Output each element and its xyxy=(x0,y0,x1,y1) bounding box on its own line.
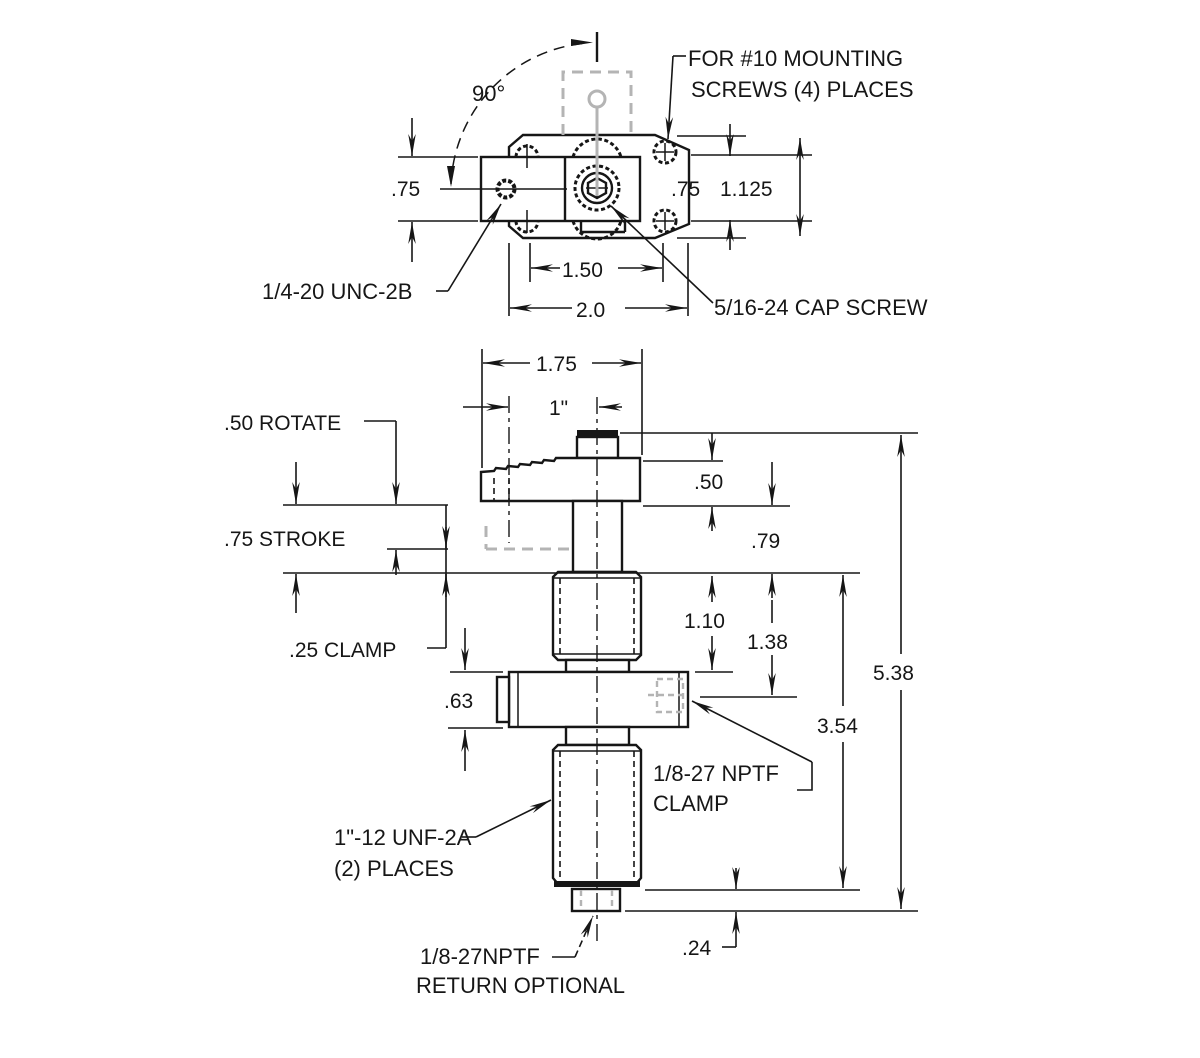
angle-label: 90° xyxy=(472,81,505,106)
note-clamp-port: 1/8-27 NPTF CLAMP xyxy=(653,700,813,816)
body-top-label: 1.10 xyxy=(684,610,725,633)
dim-clearance: .79 xyxy=(751,462,780,598)
front-view: 1.75 1" .50 .79 .50 ROTATE xyxy=(224,349,918,998)
port-depth-label: 1.38 xyxy=(747,631,788,654)
dim-arm-length: 1.75 xyxy=(481,349,643,468)
clamp-label: .25 CLAMP xyxy=(289,639,396,662)
note-thread: 1"-12 UNF-2A (2) PLACES xyxy=(334,799,552,881)
flange-height-label: 1.125 xyxy=(720,178,773,201)
dim-stroke: .75 STROKE xyxy=(224,462,345,613)
dim-reach: 1" xyxy=(463,397,622,420)
mounting-note-2: SCREWS (4) PLACES xyxy=(691,77,914,102)
overall-length-label: 5.38 xyxy=(873,662,914,685)
dim-rotate: .50 ROTATE xyxy=(224,412,400,575)
return-port-note-2: RETURN OPTIONAL xyxy=(416,973,625,998)
rotate-label: .50 ROTATE xyxy=(224,412,341,435)
dim-hub-height: .50 xyxy=(694,433,723,531)
dim-flange-width: 2.0 xyxy=(508,243,689,322)
hole-spacing-label: 1.50 xyxy=(562,259,603,282)
note-tap: 1/4-20 UNC-2B xyxy=(262,203,502,304)
clamp-port-note-2: CLAMP xyxy=(653,791,729,816)
dim-hole-offset: .75 xyxy=(671,124,812,250)
base-offset-label: .24 xyxy=(682,937,712,960)
note-angle: 90° xyxy=(472,81,505,106)
thread-note-1: 1"-12 UNF-2A xyxy=(334,825,472,850)
hidden-clamp-port xyxy=(648,677,686,714)
cap-screw-note-label: 5/16-24 CAP SCREW xyxy=(714,295,928,320)
flange-width-label: 2.0 xyxy=(576,299,605,322)
return-port-stub xyxy=(570,887,622,913)
arm-width-label: .75 xyxy=(391,178,420,201)
dim-body-length: 3.54 xyxy=(645,575,860,891)
swing-arc xyxy=(447,32,599,187)
dim-clamp-travel: .25 CLAMP xyxy=(289,505,450,662)
reach-label: 1" xyxy=(549,397,568,420)
arm-length-label: 1.75 xyxy=(536,353,577,376)
dim-body-top: 1.10 xyxy=(684,576,733,673)
clearance-label: .79 xyxy=(751,530,780,553)
mounting-hole-left-arcs xyxy=(514,144,540,234)
stroke-phantom xyxy=(484,526,572,551)
port-flange xyxy=(495,670,690,729)
clamp-arm-front xyxy=(479,456,642,503)
mounting-hole-top-right xyxy=(652,139,678,165)
dim-overall-length: 5.38 xyxy=(625,435,918,912)
body-length-label: 3.54 xyxy=(817,715,858,738)
dim-flange-thickness: .63 xyxy=(444,628,503,771)
thread-note-2: (2) PLACES xyxy=(334,856,454,881)
dim-arm-width: .75 xyxy=(391,118,478,262)
stroke-label: .75 STROKE xyxy=(224,528,345,551)
tapped-hole xyxy=(440,178,567,200)
dim-base-offset: .24 xyxy=(682,867,740,960)
top-view: .75 .75 1.125 1.50 2. xyxy=(262,32,928,322)
note-cap-screw: 5/16-24 CAP SCREW xyxy=(610,205,928,320)
note-return-port: 1/8-27NPTF RETURN OPTIONAL xyxy=(416,915,625,998)
mounting-hole-bottom-right xyxy=(652,208,678,234)
dim-hole-spacing: 1.50 xyxy=(529,243,664,282)
clamp-port-note-1: 1/8-27 NPTF xyxy=(653,761,779,786)
return-port-note-1: 1/8-27NPTF xyxy=(420,944,540,969)
mounting-note-1: FOR #10 MOUNTING xyxy=(688,46,903,71)
hub-height-label: .50 xyxy=(694,471,723,494)
hole-offset-label: .75 xyxy=(671,178,700,201)
flange-thickness-label: .63 xyxy=(444,690,473,713)
dim-flange-height: 1.125 xyxy=(720,138,804,236)
rotated-arm-phantom xyxy=(561,70,633,196)
note-mounting-screws: FOR #10 MOUNTING SCREWS (4) PLACES xyxy=(665,46,914,140)
dim-port-depth: 1.38 xyxy=(700,600,797,698)
tap-note-label: 1/4-20 UNC-2B xyxy=(262,279,412,304)
